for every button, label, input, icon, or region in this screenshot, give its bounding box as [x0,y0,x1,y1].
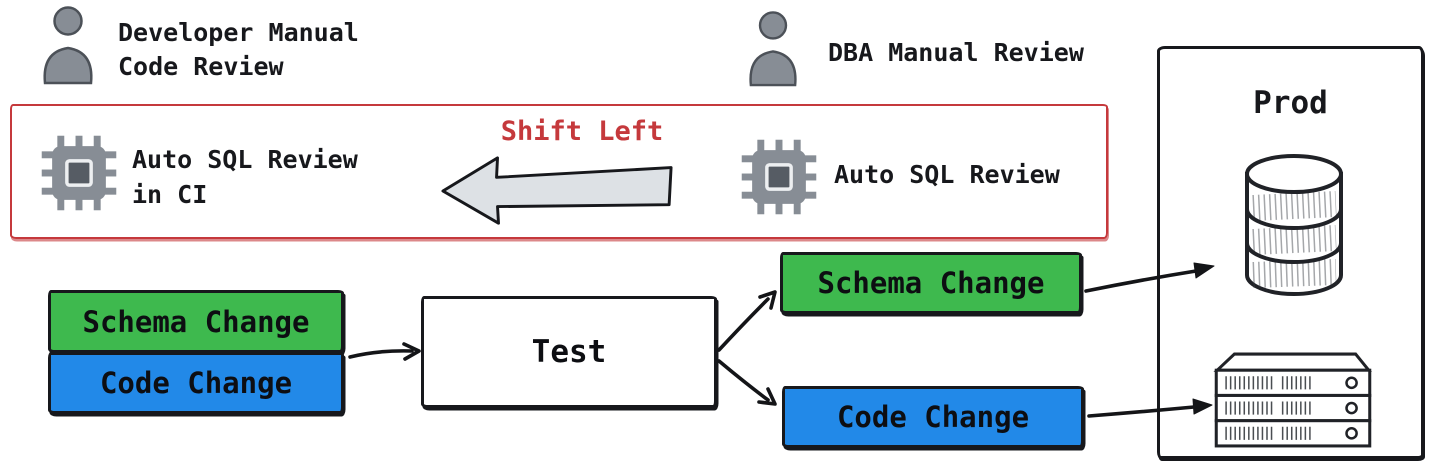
shift-left-arrow-icon [441,156,673,225]
prod-title: Prod [1253,85,1328,121]
cpu-chip-icon [41,135,117,211]
database-icon [1245,154,1343,296]
code-change-node-right: Code Change [782,386,1084,448]
dba-review-label: DBA Manual Review [828,38,1084,67]
developer-person-icon [43,6,93,85]
cpu-chip-icon [741,139,817,215]
auto-sql-review-label: Auto SQL Review [834,160,1060,189]
schema-change-node-right: Schema Change [780,252,1082,314]
arrow-test-to-schema [717,297,770,352]
auto-sql-review-ci-label: Auto SQL Review in CI [132,145,358,209]
arrow-test-to-code [717,359,770,402]
arrow-stack-to-test [348,349,414,359]
developer-review-label: Developer Manual Code Review [118,18,359,81]
prod-environment-box: Prod [1157,46,1424,459]
code-change-node-left: Code Change [48,352,344,414]
test-node: Test [421,296,717,408]
schema-change-node-left: Schema Change [48,290,344,353]
shift-left-highlight-box: Auto SQL Review in CI Shift Left Auto SQ… [10,104,1108,239]
shift-left-title: Shift Left [500,116,664,147]
dba-person-icon [749,11,797,87]
server-rack-icon [1213,352,1372,448]
